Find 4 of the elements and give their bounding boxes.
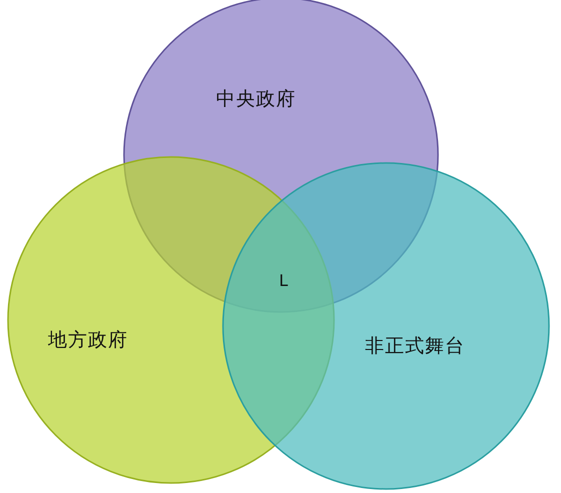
intersection-label: L xyxy=(279,271,288,290)
set-label: 地方政府 xyxy=(48,328,128,353)
set-label: 中央政府 xyxy=(216,87,296,112)
set-label: 非正式舞台 xyxy=(365,334,465,359)
